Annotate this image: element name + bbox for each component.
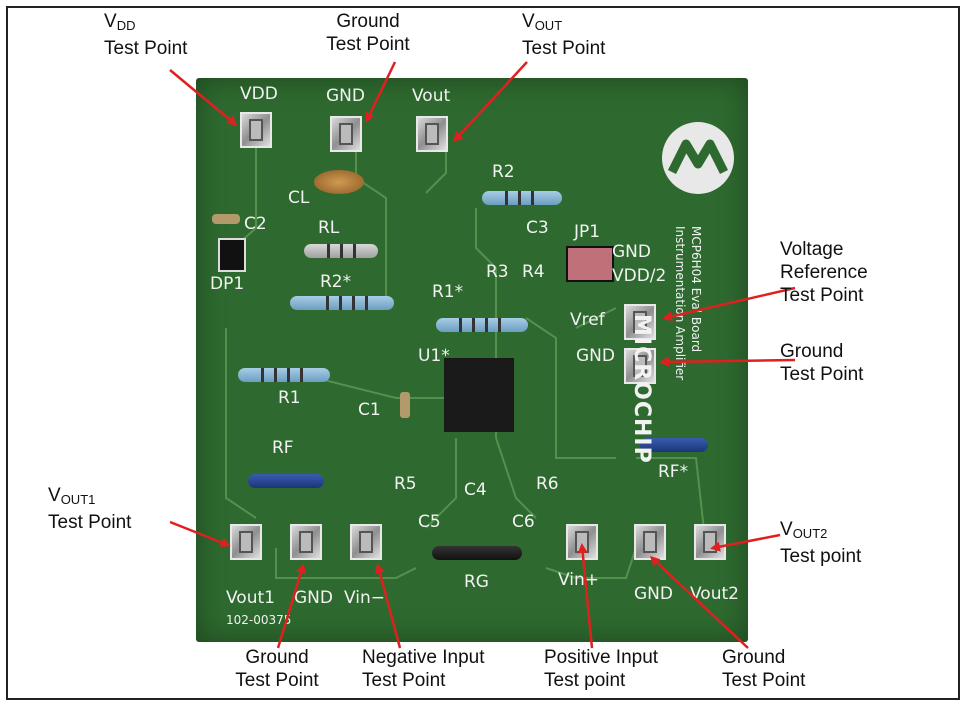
silk-dp1: DP1 (210, 274, 245, 294)
silk-r1: R1 (278, 388, 301, 408)
arrow-pos-input (577, 543, 594, 649)
callout-vdd: VDD Test Point (104, 11, 188, 59)
tp-gnd-b1 (290, 524, 322, 560)
arrow-vout1 (169, 520, 231, 548)
silk-vin-minus: Vin− (344, 588, 385, 608)
tp-vin-minus (350, 524, 382, 560)
silk-gnd-b1: GND (294, 588, 333, 608)
arrow-ground-b2 (649, 555, 749, 649)
capacitor-c2 (212, 214, 240, 224)
silk-gnd-jp: GND (612, 242, 651, 262)
silk-jp1: JP1 (574, 222, 601, 242)
silk-vout2: Vout2 (690, 584, 739, 604)
arrow-vdd (169, 69, 238, 126)
silk-vout: Vout (412, 86, 451, 106)
eval-board: VDD GND Vout CL C2 RL DP1 R2 R2* C3 JP1 … (196, 78, 748, 642)
callout-vout1: VOUT1 Test Point (48, 485, 132, 533)
silk-rl: RL (318, 218, 340, 238)
resistor-rg (432, 546, 522, 560)
silk-vref: Vref (570, 310, 605, 330)
capacitor-cl (314, 170, 364, 194)
resistor-rl (304, 244, 378, 258)
silk-gnd-ref: GND (576, 346, 615, 366)
silk-c1: C1 (358, 400, 381, 420)
resistor-r2 (482, 191, 562, 205)
chip-u1 (444, 358, 514, 432)
callout-pos-input: Positive Input Test point (544, 647, 659, 691)
callout-ground-b2: Ground Test Point (722, 647, 806, 691)
resistor-r1 (238, 368, 330, 382)
silk-gnd-b2: GND (634, 584, 673, 604)
silk-vin-plus: Vin+ (558, 570, 599, 590)
silk-c2: C2 (244, 214, 267, 234)
silk-gnd-top: GND (326, 86, 365, 106)
silk-c3: C3 (526, 218, 549, 238)
tp-vout1 (230, 524, 262, 560)
callout-vout2: VOUT2 Test point (780, 519, 862, 567)
resistor-rfs (640, 438, 708, 452)
callout-vout: VOUT Test Point (522, 11, 606, 59)
callout-ground-b1: Ground Test Point (235, 647, 319, 691)
jumper-jp1 (566, 246, 614, 282)
arrow-ground-right (659, 356, 796, 367)
silk-vout1: Vout1 (226, 588, 275, 608)
tp-vout (416, 116, 448, 152)
silk-rg: RG (464, 572, 489, 592)
silk-rfs: RF* (658, 462, 689, 482)
silk-r2: R2 (492, 162, 515, 182)
callout-vref: Voltage Reference Test Point (780, 239, 868, 306)
capacitor-c1 (400, 392, 410, 418)
tp-gnd-b2 (634, 524, 666, 560)
arrow-ground-top (365, 61, 397, 123)
silk-c6: C6 (512, 512, 535, 532)
arrow-ground-b1 (276, 563, 306, 649)
silk-r2s: R2* (320, 272, 352, 292)
silk-u1: U1* (418, 346, 450, 366)
arrow-neg-input (374, 563, 402, 649)
callout-ground-right: Ground Test Point (780, 341, 864, 385)
silk-vdd2: VDD/2 (612, 266, 667, 286)
arrow-vref (662, 286, 796, 322)
board-traces (225, 140, 707, 579)
silk-c4: C4 (464, 480, 487, 500)
callout-ground-top: Ground Test Point (326, 11, 410, 55)
silk-r5: R5 (394, 474, 417, 494)
silk-r4: R4 (522, 262, 545, 282)
tp-vdd (240, 112, 272, 148)
tp-gnd-top (330, 116, 362, 152)
silk-r1s: R1* (432, 282, 464, 302)
silk-part-number: 102-00375 (226, 613, 292, 627)
microchip-logo (662, 122, 734, 194)
arrow-vout2 (710, 533, 781, 552)
resistor-r2s (290, 296, 394, 310)
tp-gnd-ref (624, 348, 656, 384)
arrow-vout (452, 61, 528, 143)
silk-r6: R6 (536, 474, 559, 494)
silk-r3: R3 (486, 262, 509, 282)
tp-vref (624, 304, 656, 340)
silk-cl: CL (288, 188, 310, 208)
silk-rf: RF (272, 438, 294, 458)
silk-vdd: VDD (240, 84, 278, 104)
diode-dp1 (218, 238, 246, 272)
resistor-rf (248, 474, 324, 488)
callout-neg-input: Negative Input Test Point (362, 647, 485, 691)
resistor-r1s (436, 318, 528, 332)
silk-c5: C5 (418, 512, 441, 532)
